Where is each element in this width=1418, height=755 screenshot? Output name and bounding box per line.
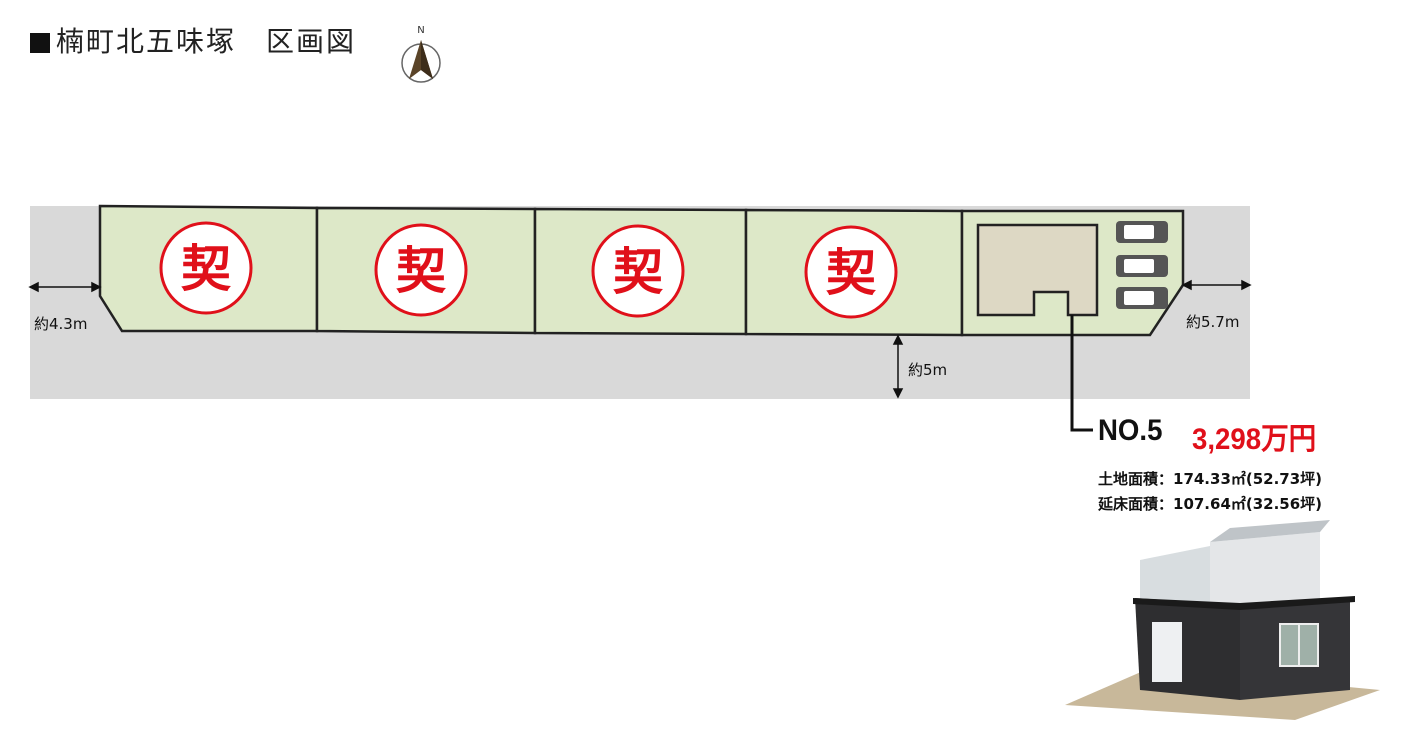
left-road-width-label: 約4.3m [34,315,88,333]
page-title: 楠町北五味塚 区画図 [30,20,356,60]
svg-text:契: 契 [181,240,232,298]
contract-stamp: 契 [591,224,685,318]
car-icon [1116,287,1168,309]
title-text: 楠町北五味塚 区画図 [56,25,357,58]
leader-line [1070,315,1093,432]
north-compass-icon: N [401,25,441,83]
front-road-width-label: 約5m [908,361,948,379]
car-icon [1116,255,1168,277]
price-label: 3,298万円 [1192,423,1317,456]
svg-text:契: 契 [613,243,664,301]
contract-stamp: 契 [374,223,468,317]
svg-text:契: 契 [826,244,877,302]
compass-letter: N [417,25,424,36]
lot-number-label: NO.5 [1098,414,1163,447]
title-square-icon [30,33,50,53]
contract-stamp: 契 [159,221,253,315]
contract-stamp: 契 [804,225,898,319]
house-rendering-image [1065,520,1380,720]
floor-area-label: 延床面積：107.64㎡(32.56坪) [1098,495,1323,513]
building-footprint [976,223,1099,317]
land-area-label: 土地面積：174.33㎡(52.73坪) [1098,470,1323,488]
car-icon [1116,221,1168,243]
right-road-width-label: 約5.7m [1186,313,1240,331]
svg-text:契: 契 [396,242,447,300]
